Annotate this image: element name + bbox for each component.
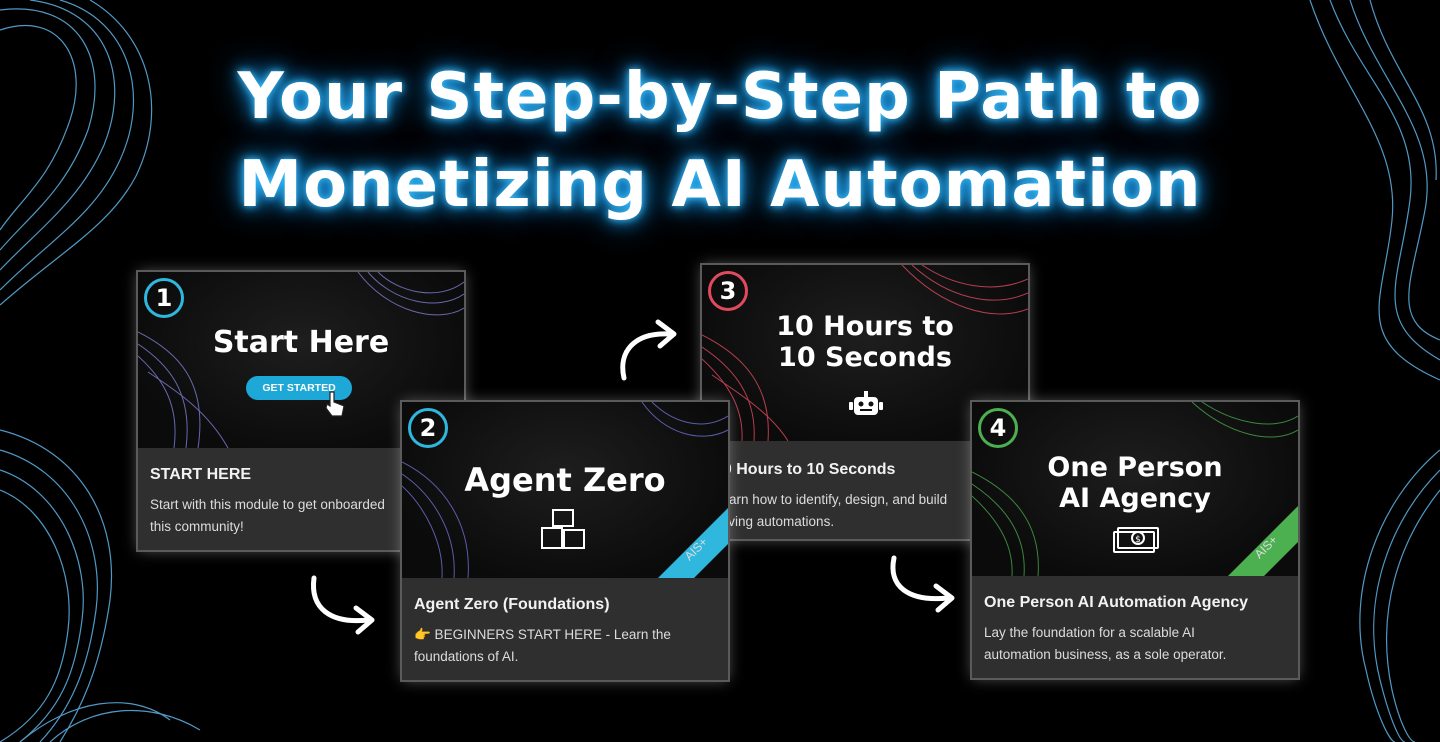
robot-icon (849, 391, 883, 415)
thumbnail-title-line: 10 Hours to (776, 311, 954, 342)
description-line: 👉 BEGINNERS START HERE - Learn the (414, 627, 671, 642)
description-line: Learn how to identify, design, and build (714, 492, 948, 507)
card-heading: START HERE (150, 466, 252, 483)
wave-graphic (402, 402, 728, 578)
curved-arrow-icon (311, 575, 375, 635)
card-heading: Agent Zero (Foundations) (414, 596, 610, 613)
curved-arrow-icon (890, 555, 955, 613)
description-line: automation business, as a sole operator. (984, 646, 1227, 662)
card-thumbnail: 4 One Person AI Agency $ AIS+ (972, 402, 1298, 576)
card-description: Learn how to identify, design, and build… (714, 489, 1020, 532)
thumbnail-title: One Person AI Agency (972, 452, 1298, 514)
step-number-badge: 2 (408, 408, 448, 448)
card-thumbnail: 2 Agent Zero AIS+ (402, 402, 728, 578)
card-heading: 10 Hours to 10 Seconds (714, 461, 896, 478)
card-description: Lay the foundation for a scalable AI aut… (984, 622, 1290, 665)
thumbnail-title-line: AI Agency (1059, 483, 1211, 515)
step-number-badge: 4 (978, 408, 1018, 448)
curved-arrow-icon (620, 319, 677, 381)
thumbnail-title: 10 Hours to 10 Seconds (702, 311, 1028, 373)
thumbnail-title-line: One Person (1047, 452, 1223, 483)
step-number-badge: 1 (144, 278, 184, 318)
description-line: saving automations. (714, 513, 835, 529)
wave-graphic (972, 402, 1298, 576)
description-line: Start with this module to get onboarded (150, 497, 385, 512)
money-icon: $ (1113, 527, 1159, 553)
thumbnail-title: Agent Zero (464, 461, 666, 499)
card-description: 👉 BEGINNERS START HERE - Learn the found… (414, 624, 720, 667)
module-card-one-person-agency[interactable]: 4 One Person AI Agency $ AIS+ One Person… (972, 402, 1298, 678)
thumbnail-title: Start Here (212, 325, 390, 360)
module-card-agent-zero[interactable]: 2 Agent Zero AIS+ Agent Zero (Foundation… (402, 402, 728, 680)
step-number-badge: 3 (708, 271, 748, 311)
thumbnail-title-line: 10 Seconds (778, 342, 952, 374)
card-description: Start with this module to get onboarded … (150, 494, 456, 537)
description-line: Lay the foundation for a scalable AI (984, 625, 1195, 640)
description-line: foundations of AI. (414, 648, 519, 664)
page-title-line-1: Your Step-by-Step Path to (237, 60, 1203, 134)
hand-cursor-icon (325, 391, 345, 417)
page-title-line-2: Monetizing AI Automation (238, 148, 1202, 222)
description-line: this community! (150, 518, 244, 534)
card-heading: One Person AI Automation Agency (984, 594, 1249, 611)
module-card-start-here[interactable]: 1 Start Here GET STARTED START HERE Star… (138, 272, 464, 550)
svg-text:$: $ (1135, 535, 1141, 545)
cubes-icon (541, 509, 585, 549)
